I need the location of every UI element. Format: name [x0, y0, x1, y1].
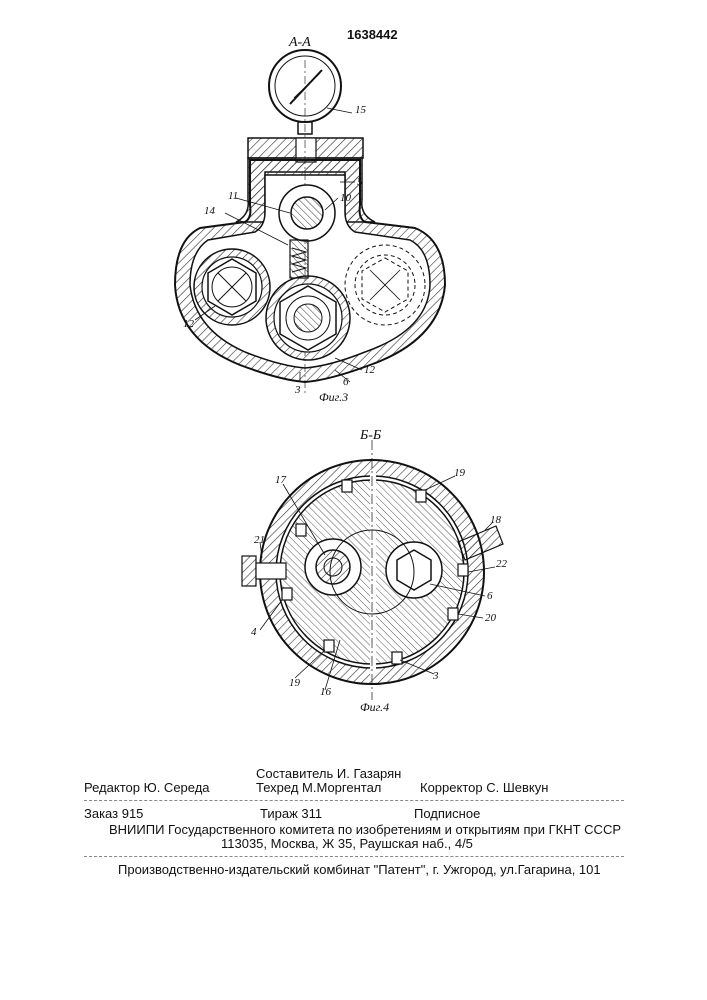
- label-3: 3: [433, 670, 439, 682]
- label-20: 20: [485, 612, 496, 624]
- circulation: Тираж 311: [260, 806, 322, 821]
- vniipi: ВНИИПИ Государственного комитета по изоб…: [109, 822, 621, 837]
- label-4: 4: [251, 626, 257, 638]
- label-18: 18: [490, 514, 501, 526]
- address: 113035, Москва, Ж 35, Раушская наб., 4/5: [221, 836, 473, 851]
- label-22: 22: [496, 558, 507, 570]
- label-16: 16: [320, 686, 331, 698]
- subscription: Подписное: [414, 806, 480, 821]
- techred: Техред М.Моргентал: [256, 780, 381, 795]
- label-21: 21: [254, 534, 265, 546]
- label-6: 6: [487, 590, 493, 602]
- label-19-bottom: 19: [289, 677, 300, 689]
- divider-top: [84, 800, 624, 801]
- label-19-top: 19: [454, 467, 465, 479]
- compiler: Составитель И. Газарян: [256, 766, 401, 781]
- editor: Редактор Ю. Середа: [84, 780, 210, 795]
- divider-bottom: [84, 856, 624, 857]
- publisher: Производственно-издательский комбинат "П…: [118, 862, 601, 877]
- figure-4-section-label: Б-Б: [360, 428, 381, 444]
- corrector: Корректор С. Шевкун: [420, 780, 548, 795]
- figure-4-caption: Фиг.4: [360, 700, 389, 715]
- label-17: 17: [275, 474, 286, 486]
- order: Заказ 915: [84, 806, 143, 821]
